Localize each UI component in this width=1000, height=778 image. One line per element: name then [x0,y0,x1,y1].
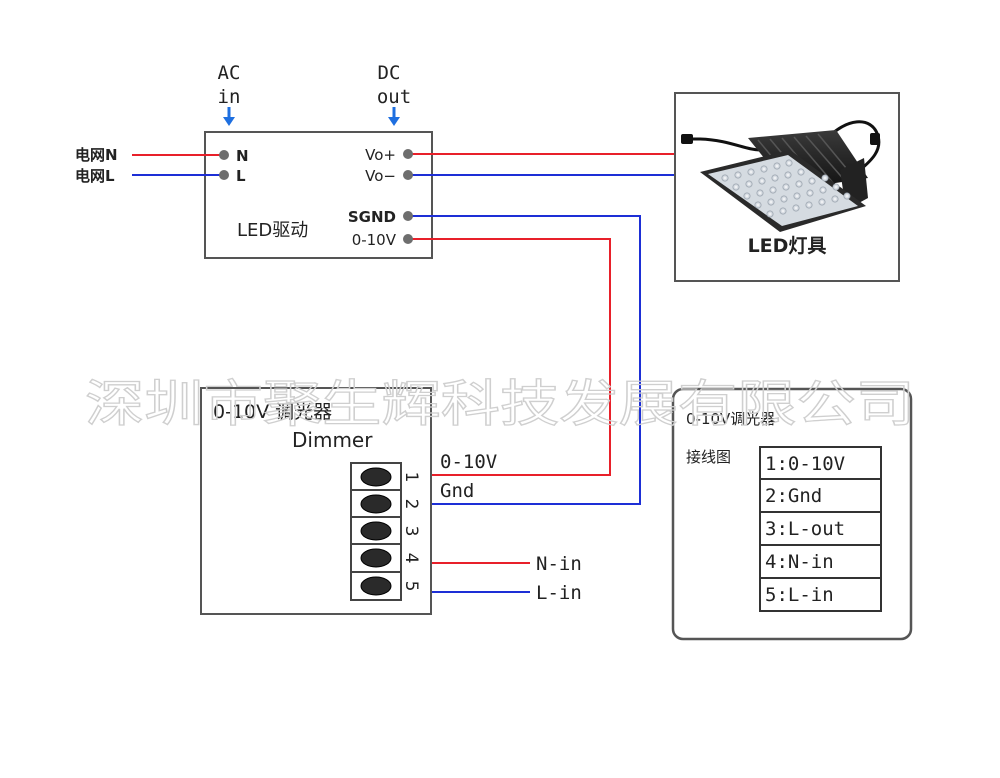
legend-item: 2:Gnd [765,485,822,507]
dc-label: DC [378,62,401,84]
terminal-vo-plus [403,149,413,159]
pin-4-label: 4 [401,553,421,564]
legend-table [759,446,882,612]
grid-l-label: 电网L [75,167,115,185]
terminal-l-label: L [236,167,246,185]
terminal-l [219,170,229,180]
dimmer-terminal-block [350,462,402,601]
terminal-sgnd [403,211,413,221]
legend-item: 4:N-in [765,551,834,573]
sgnd-label: SGND [348,208,396,226]
legend-item: 3:L-out [765,518,845,540]
vo-plus-label: Vo+ [365,146,396,164]
legend-item: 5:L-in [765,584,834,606]
pin-5-label: 5 [401,581,421,592]
wire-gnd-label: Gnd [440,480,474,502]
pin-1-label: 1 [401,472,421,483]
led-driver-box [204,131,433,259]
dimmer-subtitle: Dimmer [292,428,373,452]
wire-sgnd [408,215,641,505]
down-arrow-icon [223,107,235,126]
pin-2-label: 2 [401,499,421,510]
led-floodlight-icon [681,120,881,232]
watermark: 深圳市聚生辉科技发展有限公司 [85,375,915,433]
dc-out-label: out [377,86,411,108]
vo-minus-label: Vo− [365,167,396,185]
driver-name: LED驱动 [237,220,308,241]
wire-010v-label: 0-10V [440,451,497,473]
legend-title: 0-10V调光器 [686,410,775,428]
terminal-n [219,150,229,160]
down-arrow-icon [388,107,400,126]
legend-item: 1:0-10V [765,453,845,475]
terminal-010v [403,234,413,244]
terminal-n-label: N [236,147,249,165]
wire-010v [408,238,611,476]
ac-label: AC [218,62,241,84]
wire-l-in-label: L-in [536,582,582,604]
terminal-vo-minus [403,170,413,180]
driver-010v-label: 0-10V [352,231,397,249]
grid-n-label: 电网N [75,146,118,164]
wire-n-in-label: N-in [536,553,582,575]
dimmer-title: 0-10V 调光器 [213,401,332,423]
ac-in-label: in [218,86,241,108]
lamp-name: LED灯具 [748,235,827,257]
legend-wiring-label: 接线图 [686,448,731,466]
pin-3-label: 3 [401,526,421,537]
